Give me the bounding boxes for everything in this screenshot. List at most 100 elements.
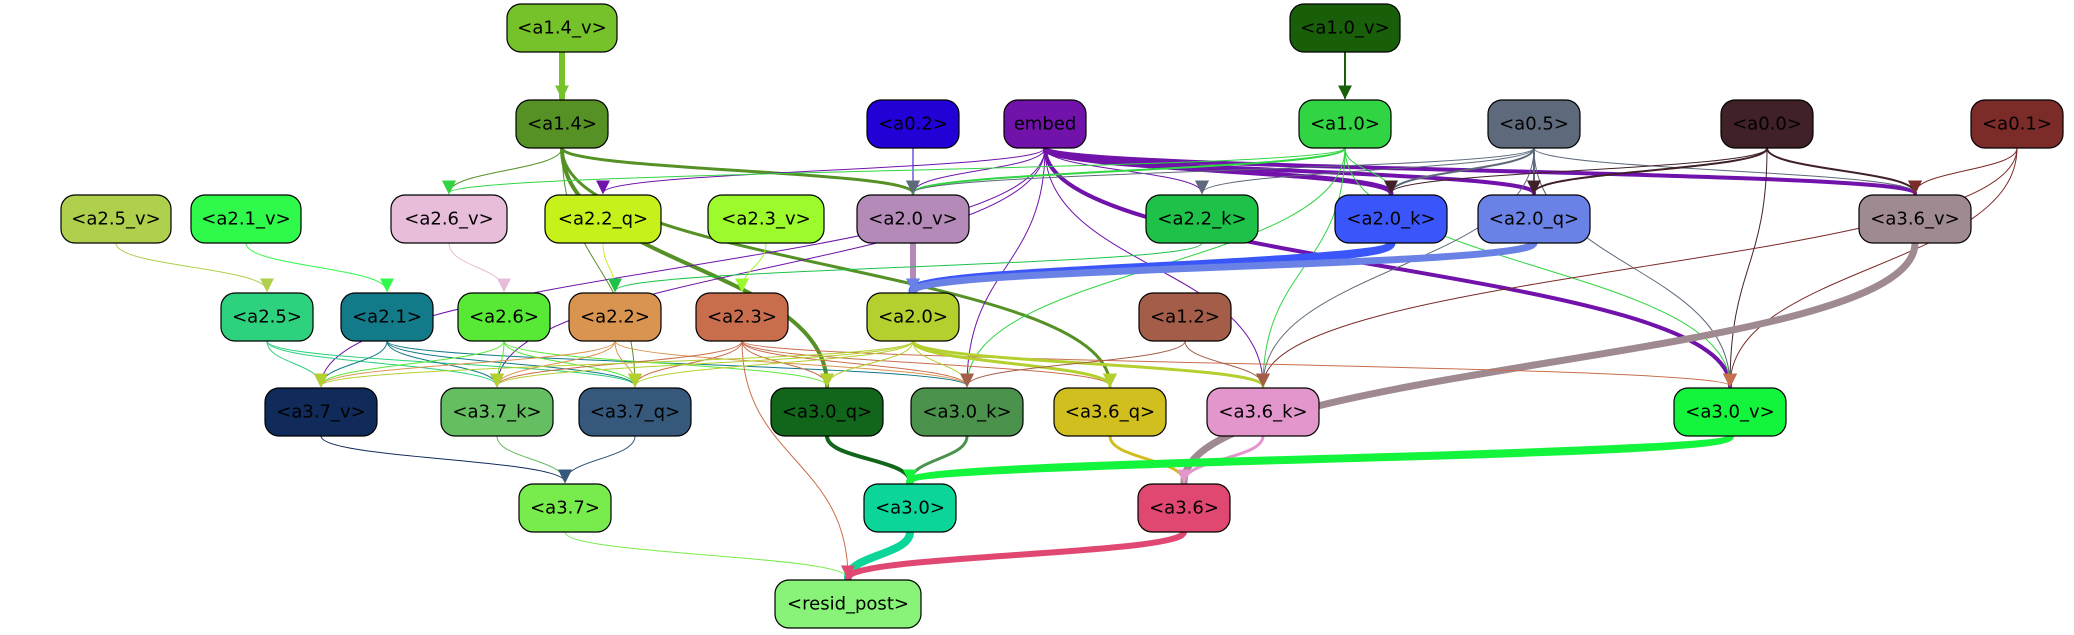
node-box (457, 292, 551, 342)
edge-a0_1-to-a3_6_k (1256, 147, 2018, 388)
node-label: <a2.6> (469, 307, 539, 328)
node-a0-1: <a0.1> (1970, 99, 2064, 149)
node-box (190, 194, 302, 244)
node-box (1053, 387, 1167, 437)
node-label: <a3.6_q> (1065, 402, 1155, 423)
node-box (774, 579, 922, 629)
edge-a1_4-to-a2_0_v (560, 146, 920, 195)
edge-a0_1-to-a3_0_v (1723, 147, 2018, 388)
node-box (220, 292, 314, 342)
edge-a3_6-to-resid_post (841, 529, 1187, 581)
node-box (707, 194, 825, 244)
node-label: <a3.0_q> (782, 402, 872, 423)
node-box (1298, 99, 1392, 149)
node-a3-6-k: <a3.6_k> (1206, 387, 1320, 437)
edge-embed-to-a2_2_q (596, 147, 1046, 195)
node-label: <a0.5> (1499, 114, 1569, 135)
edge-a2_5_v-to-a2_5 (115, 242, 274, 293)
node-box (1858, 194, 1972, 244)
node-box (1720, 99, 1814, 149)
edge-a2_3-to-a3_6_q (741, 340, 1117, 388)
edge-a0_5-to-a2_0_v (906, 147, 1535, 195)
node-box (1145, 194, 1259, 244)
node-a2-6: <a2.6> (457, 292, 551, 342)
node-a2-0: <a2.0> (866, 292, 960, 342)
node-a2-1-v: <a2.1_v> (190, 194, 302, 244)
node-a3-7-k: <a3.7_k> (440, 387, 554, 437)
edge-a3_7-to-resid_post (564, 531, 855, 580)
node-box (1289, 3, 1401, 53)
node-label: <a2.5_v> (71, 209, 160, 230)
node-a0-2: <a0.2> (866, 99, 960, 149)
node-label: embed (1014, 114, 1077, 135)
node-label: <a2.1> (352, 307, 422, 328)
edge-a1_4-to-a3_7_q (561, 147, 642, 388)
node-a3-7: <a3.7> (518, 483, 612, 533)
edge-a0_0-to-a2_0_q (1527, 147, 1768, 195)
node-label: <a2.0> (878, 307, 948, 328)
edge-a3_7_k-to-a3_7 (496, 435, 572, 484)
node-a3-6-v: <a3.6_v> (1858, 194, 1972, 244)
node-box (856, 194, 970, 244)
node-a2-2-k: <a2.2_k> (1145, 194, 1259, 244)
edge-a0_5-to-a2_2_k (1195, 147, 1535, 195)
node-a3-7-q: <a3.7_q> (578, 387, 692, 437)
edge-a0_0-to-a2_0_k (1384, 147, 1768, 195)
edge-a1_4-to-a2_6_v (442, 147, 563, 195)
edge-a0_5-to-a3_6_k (1256, 147, 1535, 388)
node-label: <a2.0_q> (1489, 209, 1579, 230)
node-a3-0-v: <a3.0_v> (1673, 387, 1787, 437)
node-a0-5: <a0.5> (1487, 99, 1581, 149)
node-label: <a3.7_k> (452, 402, 541, 423)
node-label: <a3.6_k> (1218, 402, 1307, 423)
node-a1-0-v: <a1.0_v> (1289, 3, 1401, 53)
node-label: <a1.0_v> (1300, 18, 1389, 39)
node-box (544, 194, 662, 244)
edge-a1_0-to-a3_0_v (1344, 147, 1737, 388)
node-embed: embed (1003, 99, 1087, 149)
node-box (518, 483, 612, 533)
node-box (515, 99, 609, 149)
node-a2-0-k: <a2.0_k> (1334, 194, 1448, 244)
node-label: <a1.2> (1150, 307, 1220, 328)
node-label: <a3.6> (1149, 498, 1219, 519)
edge-a3_0_v-to-a3_0 (903, 432, 1734, 486)
edge-a1_4-to-a3_6_q (560, 146, 1117, 388)
edge-a2_5-to-a3_7_q (266, 340, 642, 388)
node-a3-6-q: <a3.6_q> (1053, 387, 1167, 437)
edge-a3_6_v-to-a3_6 (1177, 239, 1919, 486)
edge-a2_1_v-to-a2_1 (245, 242, 394, 293)
node-a2-5-v: <a2.5_v> (60, 194, 172, 244)
node-box (1334, 194, 1448, 244)
node-a1-4: <a1.4> (515, 99, 609, 149)
node-a0-0: <a0.0> (1720, 99, 1814, 149)
edge-a1_2-to-a3_0_k (960, 340, 1186, 388)
node-a2-2: <a2.2> (568, 292, 662, 342)
node-box (390, 194, 508, 244)
edge-a1_0-to-a2_0_v (906, 147, 1346, 195)
node-label: <resid_post> (787, 594, 909, 615)
edge-a2_3-to-a3_0_k (741, 340, 974, 388)
node-a2-3-v: <a2.3_v> (707, 194, 825, 244)
edge-a3_7_v-to-a3_7 (320, 435, 572, 484)
node-a3-0: <a3.0> (863, 483, 957, 533)
edge-a2_3-to-resid_post (741, 340, 855, 580)
edge-a0_1-to-a3_6_v (1908, 147, 2018, 195)
edge-a1_2-to-a3_6_k (1184, 340, 1270, 388)
edge-a2_6_v-to-a2_6 (448, 242, 511, 293)
node-box (578, 387, 692, 437)
node-label: <a1.4> (527, 114, 597, 135)
edge-a2_0-to-a3_7_k (490, 340, 914, 388)
node-box (440, 387, 554, 437)
edge-a3_0_q-to-a3_0 (825, 434, 917, 484)
node-box (1970, 99, 2064, 149)
node-resid-post: <resid_post> (774, 579, 922, 629)
edge-a3_7_q-to-a3_7 (558, 435, 636, 484)
node-label: <a2.0_k> (1346, 209, 1435, 230)
node-label: <a2.2> (580, 307, 650, 328)
edge-a2_5-to-a3_7_k (266, 340, 504, 388)
edge-a1_4-to-a3_0_q (560, 146, 834, 388)
node-label: <a2.2_q> (558, 209, 648, 230)
node-a2-5: <a2.5> (220, 292, 314, 342)
node-box (910, 387, 1024, 437)
